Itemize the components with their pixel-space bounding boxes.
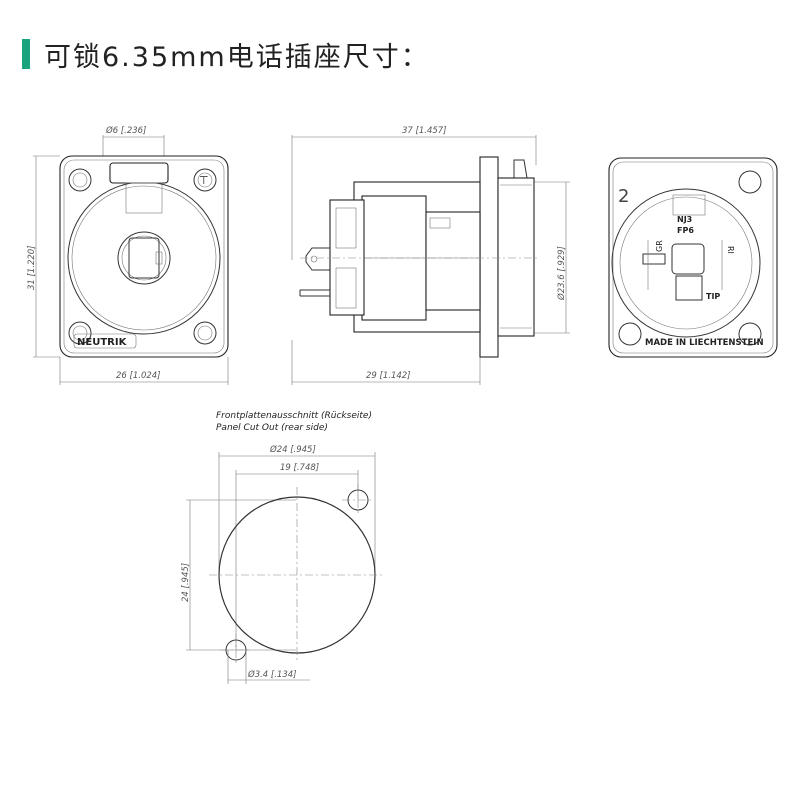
front-dim-bottom: 26 [1.024] [116, 371, 160, 381]
cutout-dim-spacing: 19 [.748] [280, 463, 319, 473]
rear-label-gr: GR [655, 240, 664, 252]
front-brand: NEUTRIK [77, 337, 128, 348]
rear-made-in: MADE IN LIECHTENSTEIN [645, 338, 764, 348]
cutout-dim-height: 24 [.945] [181, 563, 191, 602]
cutout-dim-hole: Ø3.4 [.134] [247, 669, 296, 680]
rear-label-ri: RI [726, 246, 735, 254]
side-dim-right: Ø23.6 [.929] [556, 246, 567, 301]
rear-label-tip: TIP [706, 292, 720, 301]
svg-text:⊤: ⊤ [199, 174, 209, 187]
rear-number: 2 [618, 186, 629, 207]
header: 可锁6.35mm电话插座尺寸： [22, 36, 430, 73]
panel-cutout: Frontplattenausschnitt (Rückseite) Panel… [181, 411, 385, 684]
side-dim-bottom: 29 [1.142] [366, 371, 410, 381]
cutout-title-de: Frontplattenausschnitt (Rückseite) [216, 411, 372, 421]
front-view: Ø6 [.236] 31 [1.220] 26 [1.024] ⊤ [27, 125, 229, 385]
front-dim-left: 31 [1.220] [27, 246, 37, 290]
rear-label-nj3: NJ3 [677, 215, 692, 224]
cutout-dim-diameter: Ø24 [.945] [269, 444, 316, 455]
rear-view: 2 NJ3 FP6 GR RI TIP MADE IN LIECHTENSTEI… [608, 157, 778, 358]
cutout-title-en: Panel Cut Out (rear side) [216, 423, 328, 433]
rear-label-fp6: FP6 [677, 226, 694, 235]
header-accent-bar [22, 39, 30, 69]
page-title: 可锁6.35mm电话插座尺寸： [44, 41, 430, 73]
side-view: 37 [1.457] Ø23.6 [.929] 29 [1.142] [291, 126, 570, 385]
front-dim-top: Ø6 [.236] [105, 125, 146, 136]
side-dim-top: 37 [1.457] [402, 126, 446, 136]
